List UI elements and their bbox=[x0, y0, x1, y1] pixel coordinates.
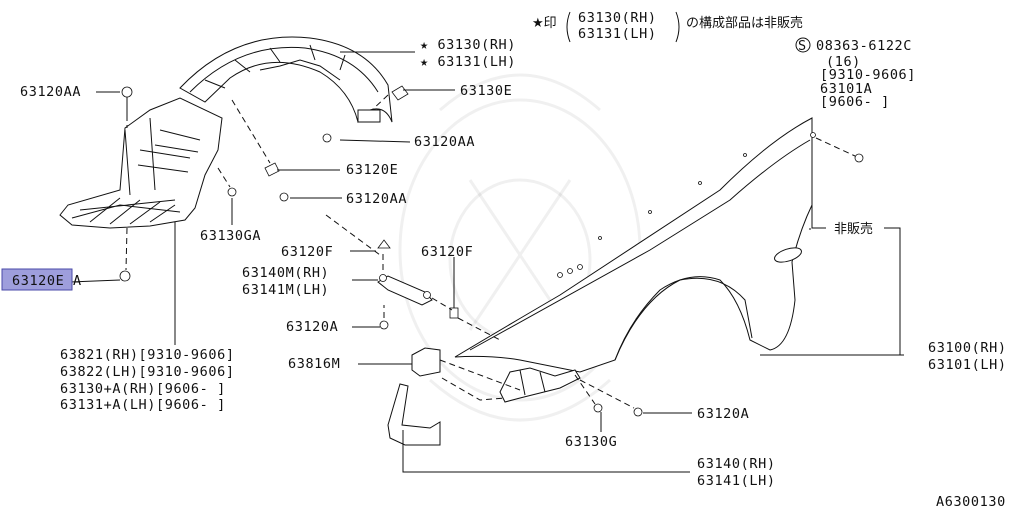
note-bracket-left bbox=[566, 11, 571, 43]
label-screw-range: [9310-9606] bbox=[820, 67, 916, 83]
label-63120aa-low[interactable]: 63120AA bbox=[346, 191, 407, 207]
note-suffix: の構成部品は非販売 bbox=[686, 15, 803, 31]
label-63141[interactable]: 63141(LH) bbox=[697, 473, 776, 489]
label-63101a-range: [9606- ] bbox=[820, 94, 890, 110]
label-63120a-right[interactable]: 63120A bbox=[697, 406, 749, 422]
label-63140[interactable]: 63140(RH) bbox=[697, 456, 776, 472]
screw-symbol-letter: S bbox=[798, 38, 807, 54]
splash-shield[interactable] bbox=[59, 97, 223, 229]
label-63101[interactable]: 63101(LH) bbox=[928, 357, 1007, 373]
fender-lower-bracket[interactable] bbox=[499, 367, 581, 403]
label-63130ga[interactable]: 63130GA bbox=[200, 228, 261, 244]
screw-symbol bbox=[795, 37, 811, 53]
label-63130e[interactable]: 63130E bbox=[460, 83, 512, 99]
label-63131-lh[interactable]: ★ 63131(LH) bbox=[420, 54, 516, 70]
label-63120ea-main[interactable]: 63120E bbox=[12, 273, 64, 289]
label-63816m[interactable]: 63816M bbox=[288, 356, 340, 372]
label-63120ea-suffix[interactable]: A bbox=[73, 273, 82, 289]
label-63100[interactable]: 63100(RH) bbox=[928, 340, 1007, 356]
assembly-dashed-lines bbox=[125, 94, 856, 409]
label-63120a-left[interactable]: 63120A bbox=[286, 319, 338, 335]
label-63130a[interactable]: 63130+A(RH)[9606- ] bbox=[60, 381, 226, 397]
label-63120e[interactable]: 63120E bbox=[346, 162, 398, 178]
label-not-sold: 非販売 bbox=[834, 221, 873, 237]
note-star: ★印 bbox=[532, 16, 557, 31]
front-fender[interactable] bbox=[454, 117, 813, 373]
leader-lines bbox=[69, 51, 904, 473]
label-highlight bbox=[1, 268, 73, 291]
fender-liner-upper[interactable] bbox=[179, 36, 393, 123]
note-part-rh: 63130(RH) bbox=[578, 10, 657, 26]
label-63130-rh[interactable]: ★ 63130(RH) bbox=[420, 37, 516, 53]
fender-clip[interactable] bbox=[411, 347, 441, 377]
label-63120f-right[interactable]: 63120F bbox=[421, 244, 473, 260]
label-63131a[interactable]: 63131+A(LH)[9606- ] bbox=[60, 397, 226, 413]
label-63130g[interactable]: 63130G bbox=[565, 434, 617, 450]
label-63120aa-top[interactable]: 63120AA bbox=[20, 84, 81, 100]
label-08363[interactable]: 08363-6122C bbox=[816, 38, 912, 54]
fender-arm-bracket[interactable] bbox=[377, 275, 433, 306]
label-63120aa-mid[interactable]: 63120AA bbox=[414, 134, 475, 150]
fender-lower-stay[interactable] bbox=[387, 383, 441, 446]
label-63821[interactable]: 63821(RH)[9310-9606] bbox=[60, 347, 235, 363]
note-part-lh: 63131(LH) bbox=[578, 26, 657, 42]
diagram-code: A6300130 bbox=[936, 494, 1006, 510]
label-63120f-left[interactable]: 63120F bbox=[281, 244, 333, 260]
fasteners bbox=[119, 85, 864, 417]
label-screw-qty: (16) bbox=[826, 54, 861, 70]
label-63101a[interactable]: 63101A bbox=[820, 81, 872, 97]
label-63141m[interactable]: 63141M(LH) bbox=[242, 282, 329, 298]
note-bracket-right bbox=[675, 11, 680, 43]
label-63140m[interactable]: 63140M(RH) bbox=[242, 265, 329, 281]
callout-labels: ★ 63130(RH) ★ 63131(LH) 63120AA 63130E 6… bbox=[1, 37, 1007, 510]
label-63822[interactable]: 63822(LH)[9310-9606] bbox=[60, 364, 235, 380]
